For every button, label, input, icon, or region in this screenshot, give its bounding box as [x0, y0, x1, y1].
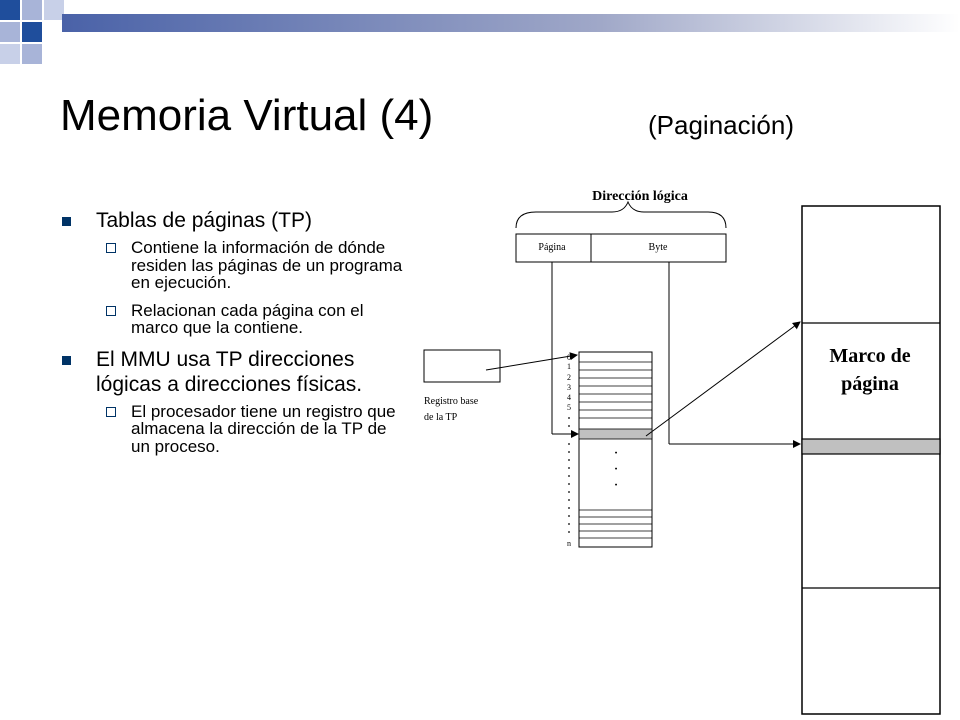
register-to-table-arrow	[485, 352, 578, 371]
logical-address-box	[515, 233, 727, 263]
decoration-square-6	[0, 44, 20, 64]
decoration-square-3	[44, 0, 64, 20]
index-dots	[568, 417, 570, 533]
physical-memory	[801, 205, 941, 715]
decoration-square-2	[22, 0, 42, 20]
decoration-square-7	[22, 44, 42, 64]
bullet-list: Tablas de páginas (TP) Contiene la infor…	[60, 208, 405, 465]
sub-bullet-processor-register: El procesador tiene un registro que alma…	[96, 402, 405, 456]
table-index-n: n	[567, 539, 571, 548]
bullet-page-tables: Tablas de páginas (TP)	[60, 208, 405, 233]
page-table-rows	[579, 361, 652, 539]
sub-bullet-contains-info: Contiene la información de dónde residen…	[96, 239, 405, 292]
table-index-3: 3	[567, 383, 571, 392]
page-table-selected-entry	[578, 428, 653, 440]
frame-label-1: Marco de	[829, 345, 910, 367]
svg-text:·: ·	[613, 477, 618, 494]
base-register-label-1: Registro base	[424, 396, 479, 407]
selected-frame-entry	[801, 438, 941, 455]
decoration-square-5	[22, 22, 42, 42]
slide-title: Memoria Virtual (4)	[60, 91, 434, 140]
table-vertical-dots: ·	[613, 445, 618, 462]
frame-label-2: página	[841, 373, 899, 395]
table-index-1: 1	[567, 362, 571, 371]
svg-text:·: ·	[613, 461, 618, 478]
page-table	[578, 351, 653, 548]
byte-field-label: Byte	[649, 242, 668, 253]
decoration-square-1	[0, 0, 20, 20]
table-to-frame-arrow	[645, 321, 801, 437]
base-register-box	[423, 349, 501, 383]
decoration-square-4	[0, 22, 20, 42]
table-index-2: 2	[567, 373, 571, 382]
base-register-label-2: de la TP	[424, 412, 458, 423]
header-bar	[62, 14, 960, 32]
table-index-5: 5	[567, 403, 571, 412]
table-index-0: 0	[567, 353, 571, 362]
page-field-label: Página	[538, 242, 566, 253]
sub-bullet-relate-frames: Relacionan cada página con el marco que …	[96, 301, 405, 337]
slide-subtitle: (Paginación)	[648, 110, 794, 140]
logical-address-label: Dirección lógica	[592, 189, 688, 204]
table-index-4: 4	[567, 393, 571, 402]
page-table-indices: 0 1 2 3 4 5 n	[567, 353, 571, 548]
logical-address-brace	[515, 200, 727, 229]
bullet-mmu: El MMU usa TP direcciones lógicas a dire…	[60, 347, 405, 397]
